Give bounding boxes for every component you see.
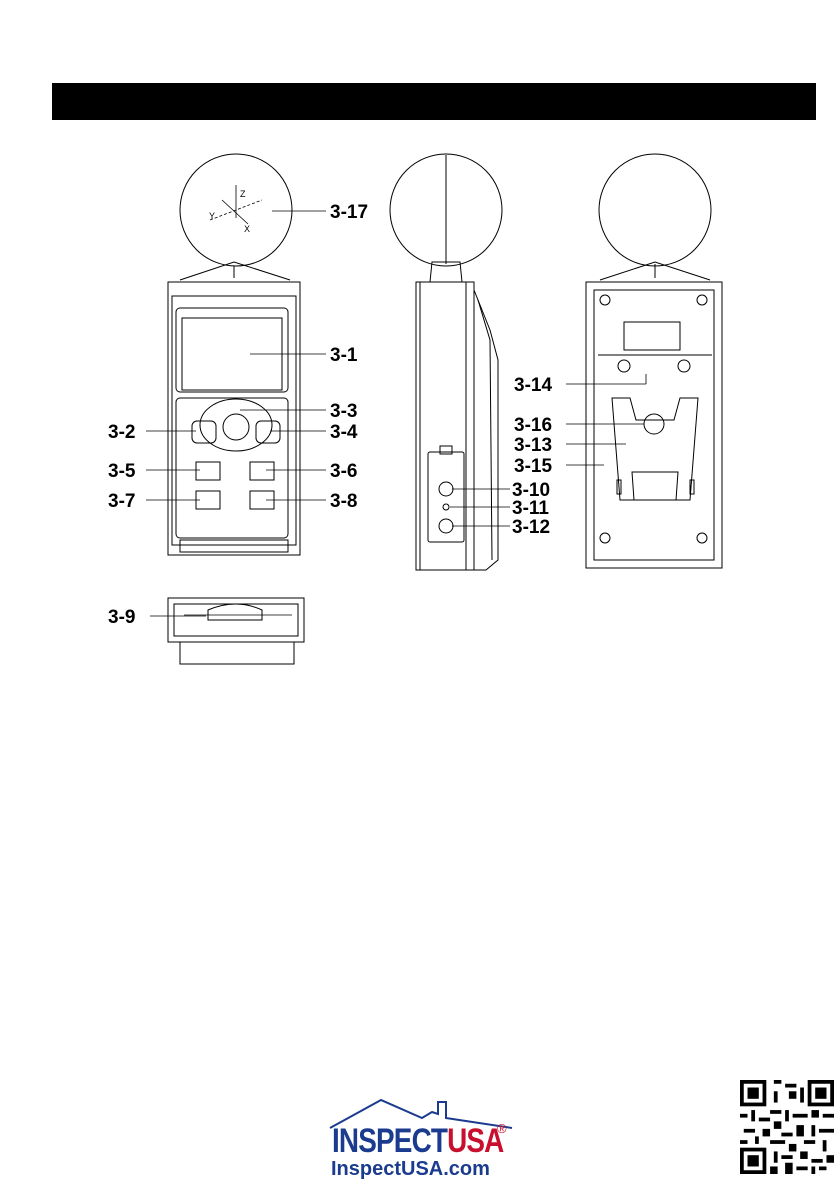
jack-3-12 — [439, 519, 453, 533]
jack-3-11 — [443, 504, 449, 510]
label-3-9: 3-9 — [108, 607, 135, 628]
right-button — [256, 421, 280, 443]
logo-url: InspectUSA.com — [331, 1158, 490, 1181]
axis-z-label: Z — [240, 189, 246, 199]
label-3-8: 3-8 — [330, 491, 357, 512]
button-3-6 — [250, 462, 274, 480]
label-3-15: 3-15 — [514, 456, 552, 477]
label-3-4: 3-4 — [330, 422, 358, 443]
front-body-outline — [168, 282, 300, 555]
label-3-11: 3-11 — [512, 498, 549, 519]
label-3-14: 3-14 — [514, 375, 552, 396]
side-jack-panel — [428, 452, 464, 542]
jack-3-10 — [439, 482, 453, 496]
bottom-view — [168, 598, 304, 664]
label-3-12: 3-12 — [512, 517, 550, 538]
logo-brand: INSPECTUSA — [332, 1122, 504, 1161]
registered-mark: ® — [497, 1121, 507, 1136]
back-view — [586, 154, 722, 568]
button-3-5 — [196, 462, 220, 480]
back-label-window — [624, 322, 680, 350]
label-3-2: 3-2 — [108, 422, 135, 443]
tripod-screw — [644, 414, 664, 434]
label-3-1: 3-1 — [330, 345, 358, 366]
label-3-13: 3-13 — [514, 435, 552, 456]
label-3-6: 3-6 — [330, 461, 357, 482]
front-view: Z Y X — [168, 154, 300, 555]
label-3-7: 3-7 — [108, 491, 135, 512]
battery-screw-left — [618, 360, 630, 372]
axis-y-label: Y — [209, 211, 215, 221]
label-3-5: 3-5 — [108, 461, 136, 482]
label-3-16: 3-16 — [514, 415, 552, 436]
left-button — [192, 421, 216, 443]
label-3-3: 3-3 — [330, 401, 357, 422]
axis-x-label: X — [244, 224, 250, 234]
battery-screw-right — [678, 360, 690, 372]
side-view — [390, 154, 502, 570]
lcd-display — [176, 308, 288, 392]
tilt-stand — [612, 398, 698, 500]
label-3-17: 3-17 — [330, 202, 368, 223]
qr-code-icon — [740, 1080, 834, 1174]
center-button — [223, 414, 249, 440]
